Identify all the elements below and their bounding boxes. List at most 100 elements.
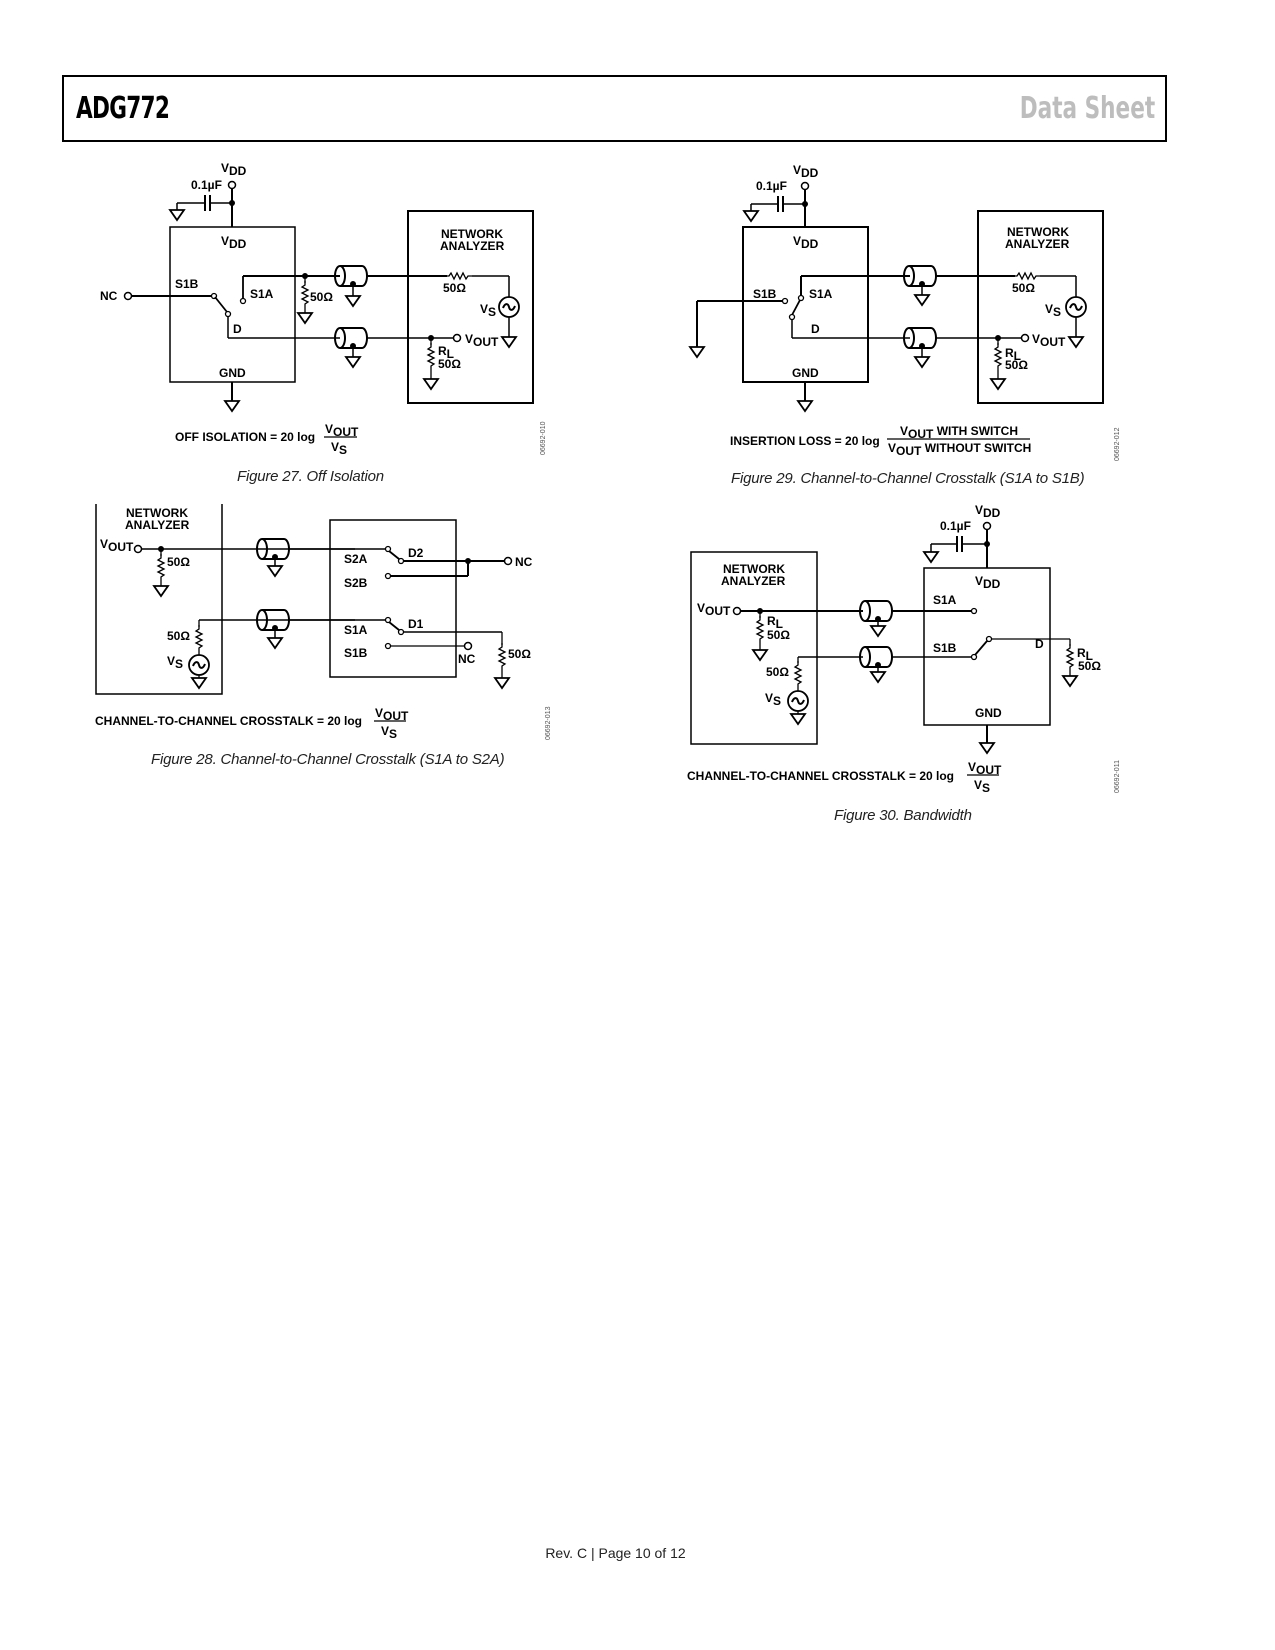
crosstalk-formula: CHANNEL-TO-CHANNEL CROSSTALK = 20 log VO… — [95, 706, 409, 741]
r-load-label: 50Ω — [508, 647, 531, 661]
gnd-label: GND — [792, 366, 819, 380]
ground-icon — [191, 677, 207, 689]
vdd-box-label: VDD — [221, 234, 247, 251]
rl-out-label: RL — [1077, 646, 1093, 663]
ground-icon — [224, 400, 240, 412]
network-analyzer-box — [95, 504, 223, 695]
switch-ic-box — [329, 519, 457, 678]
ground-icon — [914, 294, 930, 306]
s1b-label: S1B — [753, 287, 777, 301]
d-label: D — [233, 322, 242, 336]
analyzer-label-line1: NETWORK — [126, 506, 188, 520]
rl-value-label: 50Ω — [767, 628, 790, 642]
ground-icon — [345, 356, 361, 368]
figure-27-off-isolation: VDD 0.1µF VDD NC S1B D S1A 50Ω — [95, 155, 555, 465]
vout-label: VOUT — [1032, 332, 1066, 349]
ground-icon — [752, 649, 768, 661]
formula-numerator: VOUT — [325, 422, 359, 439]
figure-30-caption: Figure 30. Bandwidth — [834, 807, 972, 824]
s1a-label: S1A — [250, 287, 274, 301]
gnd-label: GND — [219, 366, 246, 380]
rl-label: RL — [438, 344, 454, 361]
formula-numerator: VOUT — [968, 760, 1002, 777]
figure-27-schematic: VDD 0.1µF VDD NC S1B D S1A 50Ω — [100, 161, 547, 457]
figure-code: 06692-013 — [545, 706, 552, 740]
signal-source-icon — [188, 654, 210, 676]
analyzer-label-line2: ANALYZER — [440, 239, 505, 253]
insertion-loss-formula: INSERTION LOSS = 20 log VOUT WITH SWITCH… — [730, 424, 1031, 458]
rl-value-label: 50Ω — [1005, 358, 1028, 372]
ground-icon — [914, 356, 930, 368]
source-resistor — [794, 660, 802, 689]
vdd-pin-label: VDD — [221, 161, 247, 178]
cap-label: 0.1µF — [191, 178, 222, 192]
rl-label: RL — [767, 614, 783, 631]
figure-28-crosstalk-s1a-s2a: NETWORK ANALYZER VOUT 50Ω 50Ω VS S2A — [90, 500, 560, 750]
analyzer-label-line2: ANALYZER — [721, 574, 786, 588]
r-out-label: 50Ω — [167, 555, 190, 569]
load-resistor — [994, 342, 1002, 371]
switch-arm — [214, 296, 228, 313]
s1b-label: S1B — [933, 641, 957, 655]
formula-numerator: VOUT WITH SWITCH — [900, 424, 1018, 441]
vdd-box-label: VDD — [975, 574, 1001, 591]
load-resistor — [756, 615, 764, 644]
formula-lhs: OFF ISOLATION = 20 log — [175, 430, 315, 444]
formula-denominator: VS — [331, 440, 347, 457]
ground-icon — [870, 625, 886, 637]
crosstalk-formula: CHANNEL-TO-CHANNEL CROSSTALK = 20 log VO… — [687, 760, 1002, 795]
page-footer: Rev. C | Page 10 of 12 — [545, 1545, 686, 1561]
load-resistor — [498, 642, 506, 671]
signal-source-icon — [787, 690, 809, 712]
nc-top-label: NC — [515, 555, 533, 569]
ground-icon — [267, 565, 283, 577]
ground-icon — [870, 671, 886, 683]
load-resistor — [427, 342, 435, 371]
source-resistor-label: 50Ω — [443, 281, 466, 295]
vs-label: VS — [1045, 302, 1061, 319]
d1-label: D1 — [408, 617, 424, 631]
ground-icon — [267, 637, 283, 649]
ground-icon — [1068, 336, 1084, 348]
figure-29-caption: Figure 29. Channel-to-Channel Crosstalk … — [731, 470, 1085, 487]
ground-icon — [153, 585, 169, 597]
analyzer-label-line1: NETWORK — [723, 562, 785, 576]
s1b-label: S1B — [344, 646, 368, 660]
s1a-label: S1A — [809, 287, 833, 301]
rl-value-label: 50Ω — [438, 357, 461, 371]
termination-resistor — [301, 280, 309, 309]
ground-icon — [743, 210, 759, 222]
nc-bottom-label: NC — [458, 652, 476, 666]
rl-label: RL — [1005, 346, 1021, 363]
gnd-label: GND — [975, 706, 1002, 720]
s1b-label: S1B — [175, 277, 199, 291]
vs-label: VS — [167, 654, 183, 671]
vs-label: VS — [765, 691, 781, 708]
source-resistor — [195, 624, 203, 653]
ground-icon — [1062, 675, 1078, 687]
ground-icon — [423, 378, 439, 390]
source-resistor-label: 50Ω — [167, 629, 190, 643]
figure-29-schematic: VDD 0.1µF VDD S1B S1A D GND — [689, 163, 1121, 461]
vdd-pin-label: VDD — [793, 163, 819, 180]
d-label: D — [811, 322, 820, 336]
analyzer-label-line2: ANALYZER — [125, 518, 190, 532]
figure-27-caption: Figure 27. Off Isolation — [237, 468, 384, 485]
network-analyzer-box — [977, 210, 1104, 404]
output-load-resistor — [1066, 643, 1074, 672]
signal-source-icon — [498, 296, 520, 318]
analyzer-label-line2: ANALYZER — [1005, 237, 1070, 251]
s1a-label: S1A — [933, 593, 957, 607]
s1a-label: S1A — [344, 623, 368, 637]
document-type: Data Sheet — [1019, 91, 1155, 126]
ground-icon — [494, 677, 510, 689]
ground-icon — [979, 742, 995, 754]
figure-30-bandwidth: VDD 0.1µF NETWORK ANALYZER VOUT RL 50Ω 5… — [685, 500, 1145, 800]
nc-label: NC — [100, 289, 118, 303]
off-isolation-formula: OFF ISOLATION = 20 log VOUT VS — [175, 422, 359, 457]
part-number: ADG772 — [76, 91, 170, 126]
vout-label: VOUT — [697, 601, 731, 618]
figure-code: 06692-012 — [1114, 427, 1121, 461]
formula-denominator: VS — [974, 778, 990, 795]
signal-source-icon — [1065, 296, 1087, 318]
